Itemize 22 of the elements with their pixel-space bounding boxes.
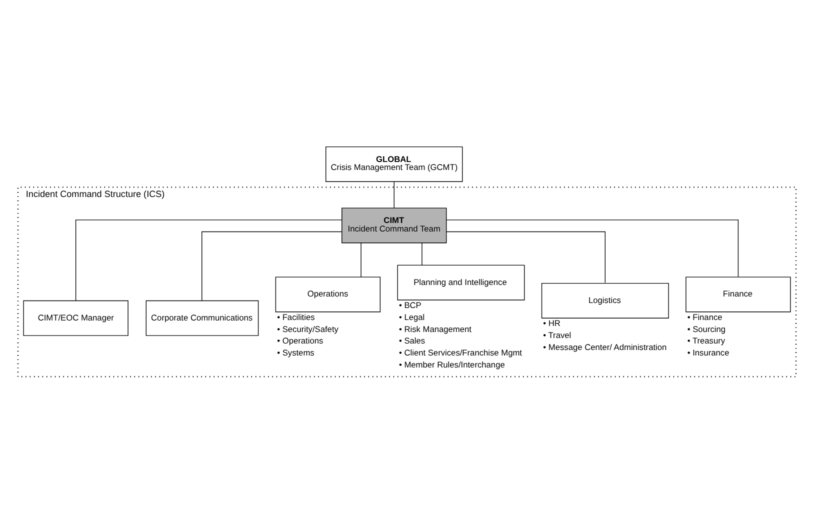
node-label: • Treasury (687, 336, 726, 346)
node-label: • Message Center/ Administration (543, 342, 667, 352)
node-label: • Sales (398, 336, 426, 346)
node-label: • Systems (277, 347, 314, 358)
node-label: • Client Services/Franchise Mgmt (398, 347, 522, 358)
node-label: • Risk Management (398, 324, 472, 334)
connector (446, 231, 606, 284)
node-label: • Sourcing (687, 324, 726, 334)
node-label: • Insurance (687, 347, 730, 358)
node-label: • Legal (398, 312, 425, 322)
connector (360, 242, 362, 278)
node-label: • Member Rules/Interchange (398, 359, 505, 370)
node-label: • Finance (687, 312, 722, 322)
node-label: • Facilities (277, 312, 315, 322)
node-label: • BCP (398, 300, 422, 310)
node-label: • HR (543, 318, 560, 328)
node-label: • Travel (543, 330, 572, 340)
connector (75, 220, 342, 301)
connector (202, 231, 342, 301)
connector (446, 220, 739, 278)
node-label: • Operations (277, 336, 324, 346)
node-label: • Security/Safety (277, 324, 338, 334)
